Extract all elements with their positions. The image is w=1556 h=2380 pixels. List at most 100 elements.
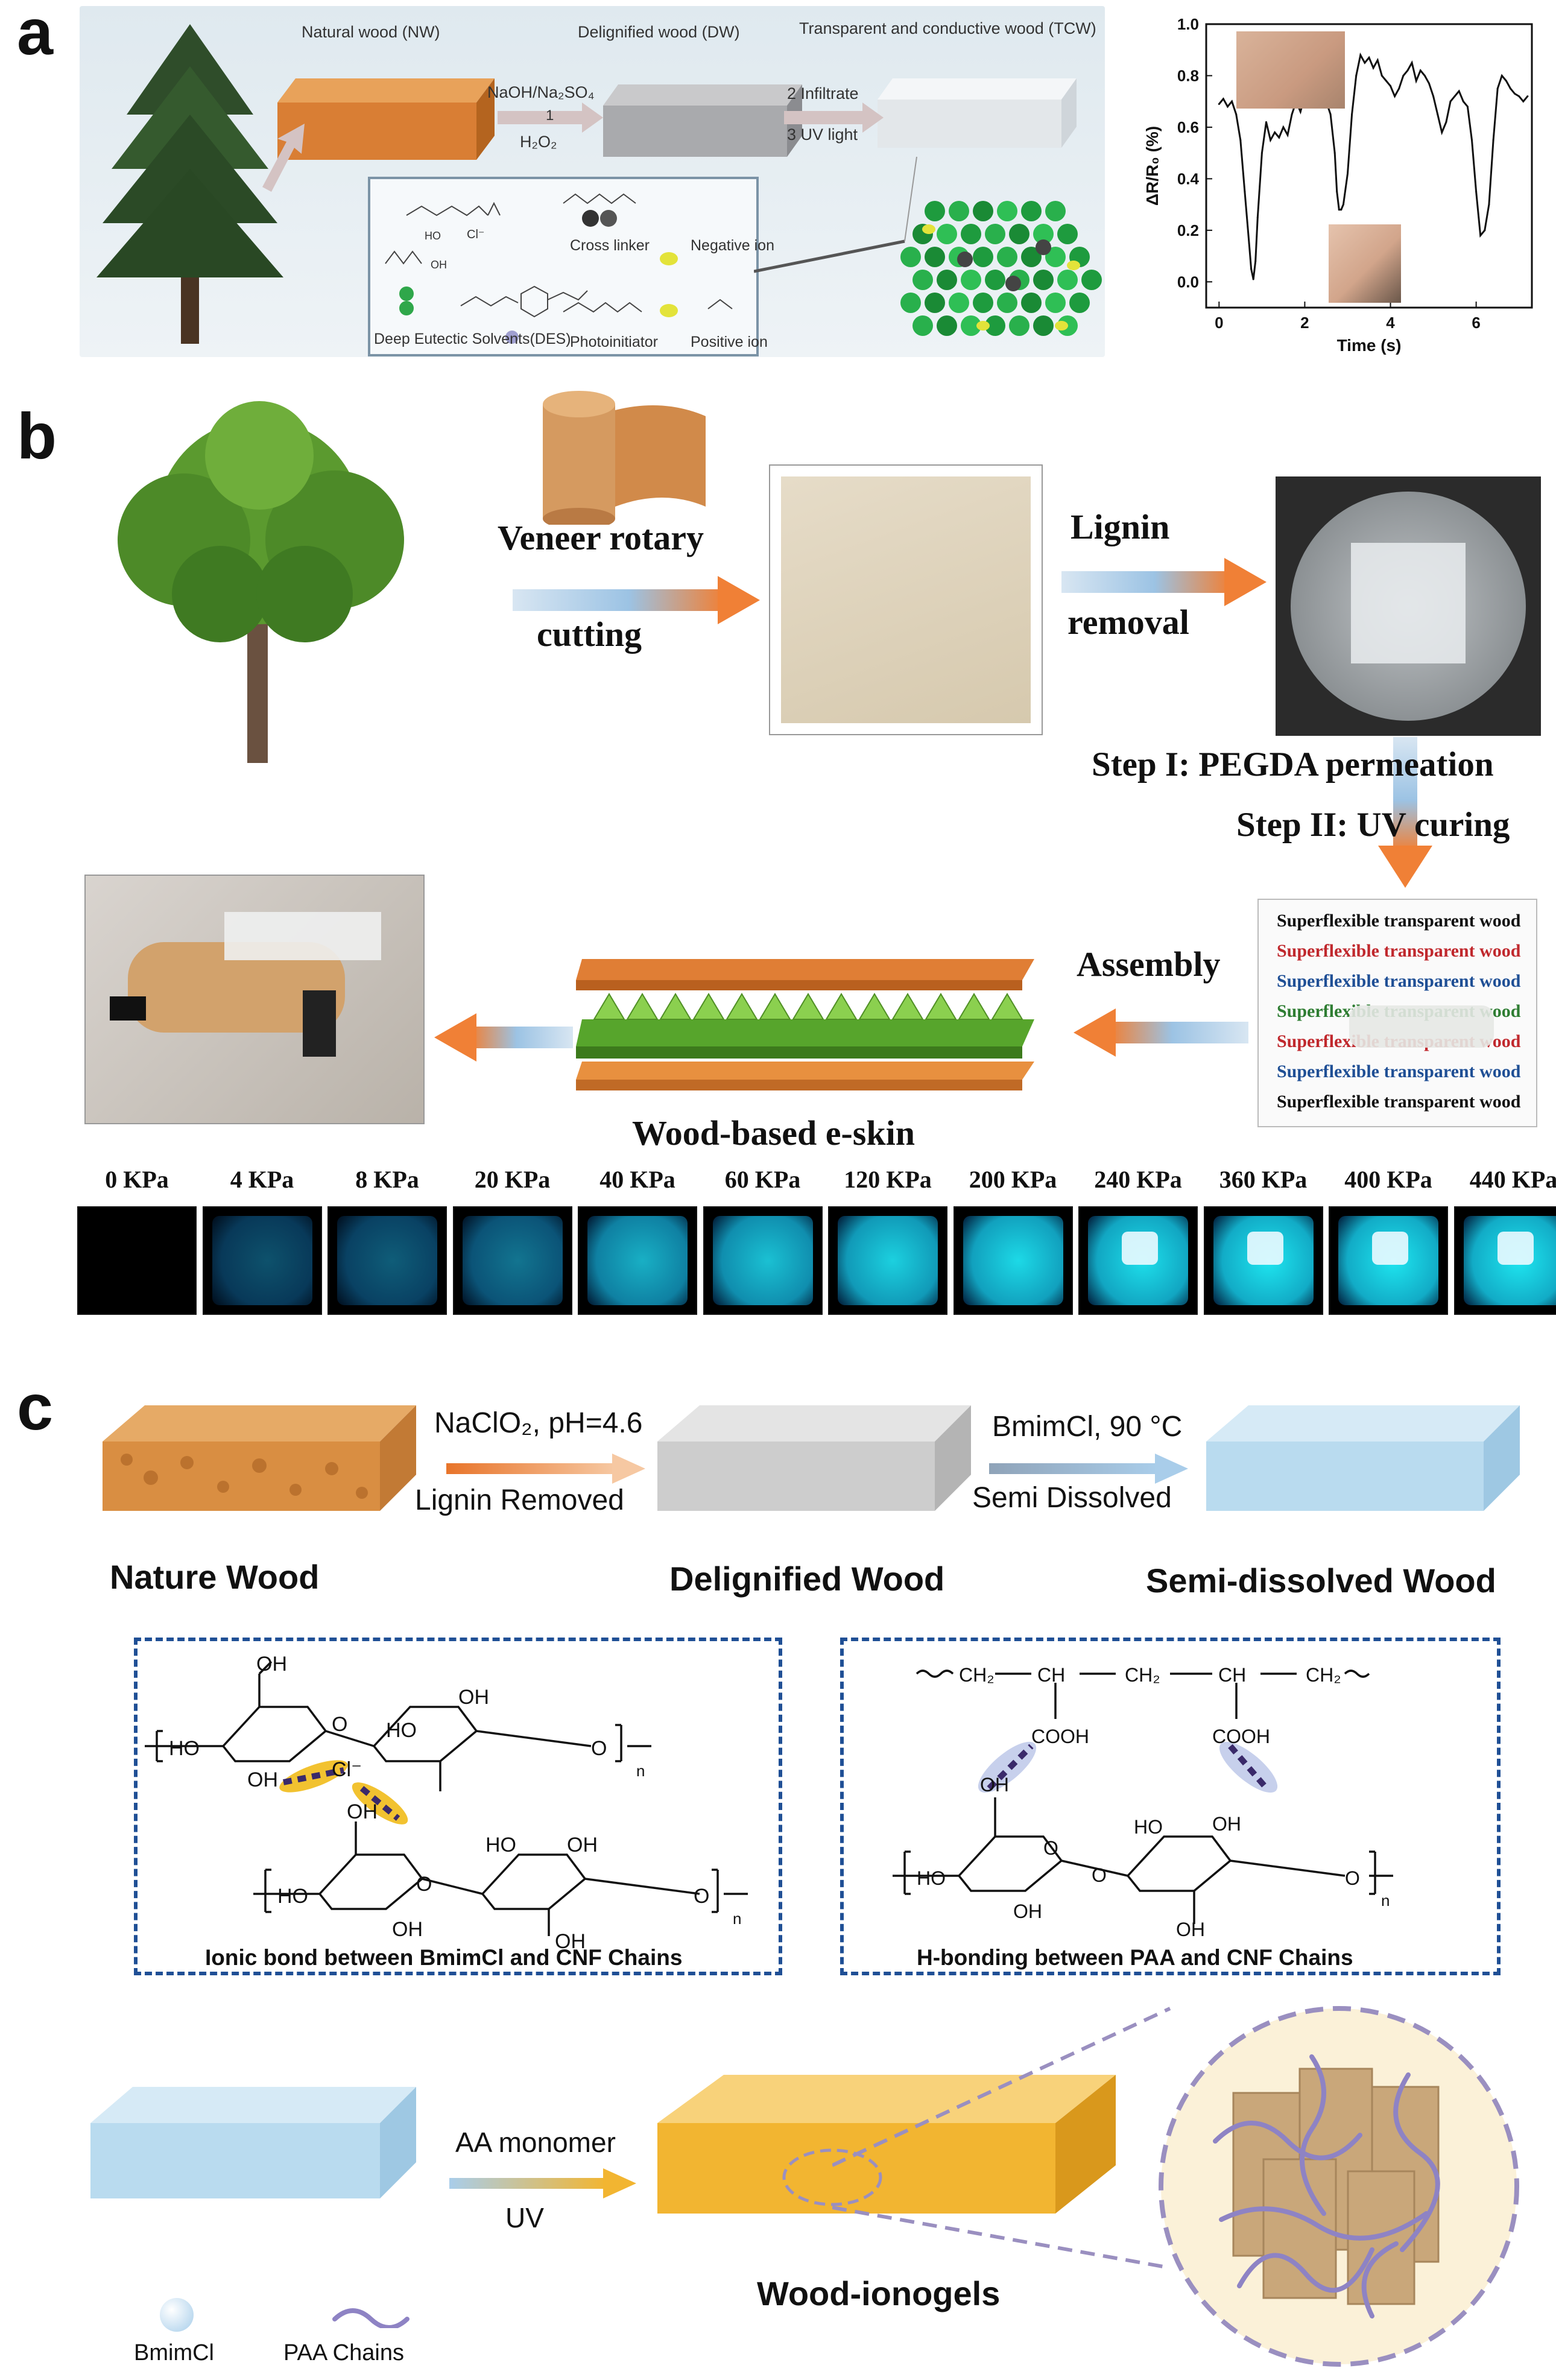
legend-crosslinker: Cross linker [570, 237, 650, 254]
network-node [973, 293, 993, 313]
pressure-glow-image [953, 1206, 1073, 1315]
network-node [1033, 315, 1054, 336]
aa-monomer-label: AA monomer [455, 2127, 616, 2158]
ionic-bond-structure: OH HO OH O HO OH O n Cl⁻ OH HO O HO OH O… [145, 1653, 748, 1953]
chem-oh-h4: OH [1176, 1919, 1205, 1940]
nature-wood-block [103, 1405, 416, 1511]
stage-label-delignified-wood: Delignified wood (DW) [578, 23, 740, 41]
veneer-roll [543, 391, 706, 525]
step3-uv-light: 3 UV light [787, 125, 858, 144]
bmimcl-legend-label: BmimCl [134, 2340, 214, 2366]
data-point [1278, 136, 1280, 139]
assembly-label: Assembly [1077, 945, 1221, 984]
panel-a-letter: a [17, 0, 54, 68]
pressure-label: 400 KPa [1344, 1166, 1432, 1193]
data-point [1282, 126, 1285, 128]
lignin-removed-label: Lignin Removed [415, 1484, 624, 1516]
data-point [1239, 139, 1242, 141]
data-point [1453, 95, 1456, 98]
pyramid-microstructure [759, 993, 791, 1020]
data-point [1415, 80, 1417, 82]
pressure-glow-image [202, 1206, 322, 1315]
network-node [1057, 224, 1078, 244]
network-node [949, 201, 969, 221]
data-point [1336, 191, 1338, 193]
pyramid-microstructure [659, 993, 692, 1020]
data-point [1445, 121, 1447, 123]
natural-wood-block [277, 78, 495, 160]
arrow-veneer [513, 576, 760, 624]
pressure-label: 120 KPa [844, 1166, 932, 1193]
chem-n-3: n [1381, 1891, 1390, 1910]
x-tick-label: 2 [1300, 314, 1309, 332]
step1-reagent: NaOH/Na₂SO₄ [487, 83, 595, 101]
crosslinker-node [1036, 239, 1051, 255]
network-node [1033, 270, 1054, 290]
naclo2-label: NaClO₂, pH=4.6 [434, 1407, 643, 1439]
data-point [1475, 191, 1478, 193]
pressure-label: 440 KPa [1469, 1166, 1556, 1193]
data-point [1376, 59, 1379, 62]
pyramid-microstructure [626, 993, 659, 1020]
network-node [1045, 201, 1066, 221]
data-point [1372, 67, 1374, 69]
step2-uv-label: Step II: UV curing [1236, 806, 1510, 844]
semi-dissolved-wood-label: Semi-dissolved Wood [1146, 1562, 1496, 1600]
chem-o-h2: O [1092, 1864, 1107, 1886]
sample-text-line: Superflexible transparent wood [1277, 1092, 1521, 1112]
y-axis-label: ΔR/R₀ (%) [1143, 126, 1162, 206]
chem-n-1: n [636, 1762, 645, 1780]
y-tick-label: 0.2 [1177, 221, 1199, 239]
data-point [1338, 209, 1340, 211]
chem-ho-label: HO [425, 230, 441, 242]
chem-ho-3: HO [277, 1885, 308, 1908]
pyramid-microstructure [593, 993, 625, 1020]
step2-infiltrate: 2 Infiltrate [787, 84, 859, 103]
sample-text-line: Superflexible transparent wood [1277, 1062, 1521, 1081]
data-point [1458, 90, 1460, 92]
chem-ho-1: HO [169, 1737, 200, 1760]
chem-n-2: n [733, 1910, 741, 1928]
wood-ionogels-label: Wood-ionogels [757, 2274, 1001, 2312]
network-node [925, 201, 945, 221]
chem-ho-2: HO [386, 1719, 417, 1742]
chem-ch2-1: CH₂ [959, 1664, 995, 1686]
data-point [1496, 87, 1499, 90]
x-axis-label: Time (s) [1337, 336, 1402, 355]
pyramid-microstructure [858, 993, 891, 1020]
data-point [1492, 139, 1494, 141]
y-tick-label: 0.6 [1177, 118, 1199, 136]
zoom-lines [832, 2007, 1171, 2270]
step1-number: 1 [546, 107, 554, 124]
data-point [1340, 209, 1343, 211]
network-node [1069, 293, 1090, 313]
network-node [985, 315, 1005, 336]
chem-o-h1: O [1043, 1837, 1058, 1859]
chem-oh-h3: OH [1212, 1813, 1241, 1835]
hbond-caption: H-bonding between PAA and CNF Chains [917, 1945, 1353, 1970]
chem-oh-4: OH [347, 1800, 378, 1823]
data-point [1227, 106, 1229, 108]
data-point [1419, 69, 1422, 72]
chem-cooh-1: COOH [1031, 1726, 1089, 1747]
bmimcl-label: BmimCl, 90 °C [992, 1411, 1183, 1443]
x-tick-label: 6 [1472, 314, 1480, 332]
chem-ho-h2: HO [1134, 1816, 1163, 1838]
stage-label-tcw: Transparent and conductive wood (TCW) [799, 19, 1096, 37]
chem-o-3: O [416, 1873, 432, 1896]
data-point [1270, 139, 1272, 141]
data-point [1254, 260, 1257, 262]
network-node [985, 270, 1005, 290]
data-point [1402, 74, 1405, 77]
chem-oh-5: OH [567, 1834, 598, 1856]
robotic-hand-photo [84, 875, 425, 1124]
arrow-lignin [1061, 558, 1267, 606]
chem-cooh-2: COOH [1212, 1726, 1270, 1747]
data-point [1286, 134, 1289, 136]
bmimcl-legend-icon [160, 2298, 194, 2332]
x-tick-label: 4 [1386, 314, 1395, 332]
pressure-label: 0 KPa [105, 1166, 169, 1193]
data-point [1509, 87, 1511, 90]
crosslinker-node [1005, 276, 1021, 291]
